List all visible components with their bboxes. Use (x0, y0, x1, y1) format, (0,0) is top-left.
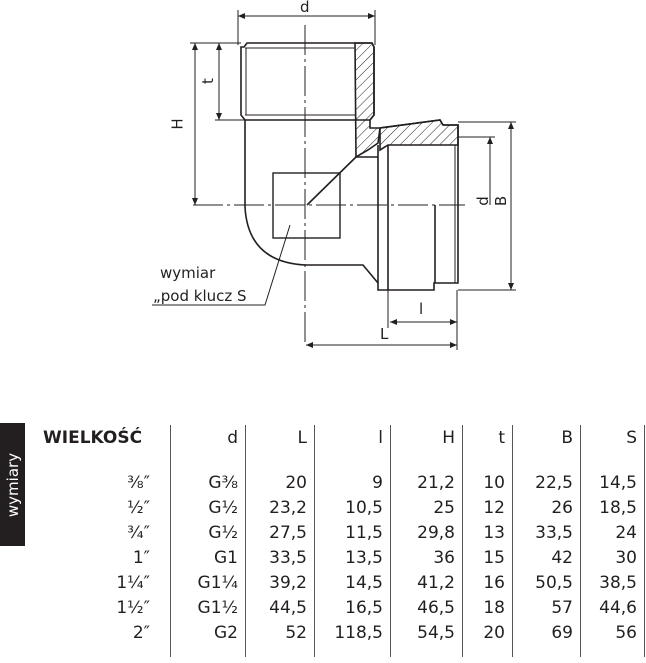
column-divider (580, 425, 581, 657)
table-cell: 33,5 (535, 523, 573, 543)
table-cell: 16,5 (345, 598, 383, 618)
column-divider (170, 425, 171, 657)
table-cell: 56 (615, 623, 637, 643)
table-cell: 50,5 (535, 573, 573, 593)
column-header: S (626, 428, 637, 448)
table-cell: 1¼″ (116, 573, 150, 593)
table-cell: G½ (208, 498, 238, 518)
table-cell: 9 (372, 473, 383, 493)
table-cell: G1½ (197, 598, 238, 618)
note-wrench-line1: wymiar (160, 264, 216, 282)
table-cell: 26 (551, 498, 573, 518)
column-divider (245, 425, 246, 657)
table-cell: 54,5 (417, 623, 455, 643)
leader-line (152, 224, 291, 306)
table-cell: 44,6 (599, 598, 637, 618)
table-cell: 10 (483, 473, 505, 493)
dim-label-d-right: d (473, 196, 492, 206)
dim-label-l-small: l (419, 300, 424, 318)
table-cell: 27,5 (269, 523, 307, 543)
dim-label-b: B (492, 195, 511, 207)
side-tab: wymiary (0, 423, 25, 546)
table-cell: 16 (483, 573, 505, 593)
table-cell: ½″ (127, 498, 150, 518)
top-thread (240, 42, 375, 121)
table-cell: 118,5 (334, 623, 383, 643)
column-header: t (498, 428, 505, 448)
table-cell: 1″ (132, 548, 150, 568)
table-cell: 13 (483, 523, 505, 543)
table-cell: 41,2 (417, 573, 455, 593)
column-divider (390, 425, 391, 657)
table-cell: 52 (285, 623, 307, 643)
table-cell: 44,5 (269, 598, 307, 618)
table-cell: 2″ (132, 623, 150, 643)
table-cell: G½ (208, 523, 238, 543)
table-cell: 69 (551, 623, 573, 643)
elbow-body (244, 120, 379, 284)
dim-label-d-top: d (300, 0, 310, 16)
elbow-fitting-drawing (152, 10, 516, 350)
section-hatch-top (354, 42, 381, 159)
table-cell: 30 (615, 548, 637, 568)
dim-label-t: t (198, 78, 217, 84)
dim-label-l-total: L (380, 325, 389, 343)
table-cell: 24 (615, 523, 637, 543)
table-cell: 11,5 (345, 523, 383, 543)
column-divider (314, 425, 315, 657)
column-header: d (227, 428, 238, 448)
wrench-flat-s (272, 172, 341, 239)
table-cell: 18,5 (599, 498, 637, 518)
table-cell: 18 (483, 598, 505, 618)
dim-label-h: H (168, 118, 187, 130)
table-cell: 15 (483, 548, 505, 568)
table-cell: 42 (551, 548, 573, 568)
column-header: l (378, 428, 383, 448)
column-divider (644, 425, 645, 657)
table-cell: G1 (214, 548, 238, 568)
table-cell: 20 (285, 473, 307, 493)
table-cell: 39,2 (269, 573, 307, 593)
column-header: B (561, 428, 573, 448)
table-cell: 25 (433, 498, 455, 518)
column-divider (512, 425, 513, 657)
table-cell: 12 (483, 498, 505, 518)
side-tab-label: wymiary (3, 452, 22, 517)
note-wrench-line2: „pod klucz S (153, 287, 247, 305)
section-hatch-right (379, 119, 459, 152)
column-header: L (297, 428, 307, 448)
table-cell: G1¼ (197, 573, 238, 593)
table-cell: 29,8 (417, 523, 455, 543)
table-cell: ⅜″ (127, 473, 150, 493)
table-cell: 36 (433, 548, 455, 568)
table-cell: ¾″ (127, 523, 150, 543)
table-cell: 33,5 (269, 548, 307, 568)
table-cell: 21,2 (417, 473, 455, 493)
table-cell: 1½″ (116, 598, 150, 618)
table-cell: 13,5 (345, 548, 383, 568)
column-divider (462, 425, 463, 657)
table-cell: 57 (551, 598, 573, 618)
table-cell: 10,5 (345, 498, 383, 518)
column-header: WIELKOŚĆ (43, 428, 143, 448)
table-cell: 22,5 (535, 473, 573, 493)
table-cell: G2 (214, 623, 238, 643)
table-cell: 20 (483, 623, 505, 643)
table-cell: 23,2 (269, 498, 307, 518)
table-cell: 46,5 (417, 598, 455, 618)
table-cell: 38,5 (599, 573, 637, 593)
column-header: H (442, 428, 455, 448)
table-cell: G⅜ (208, 473, 238, 493)
table-cell: 14,5 (599, 473, 637, 493)
table-cell: 14,5 (345, 573, 383, 593)
